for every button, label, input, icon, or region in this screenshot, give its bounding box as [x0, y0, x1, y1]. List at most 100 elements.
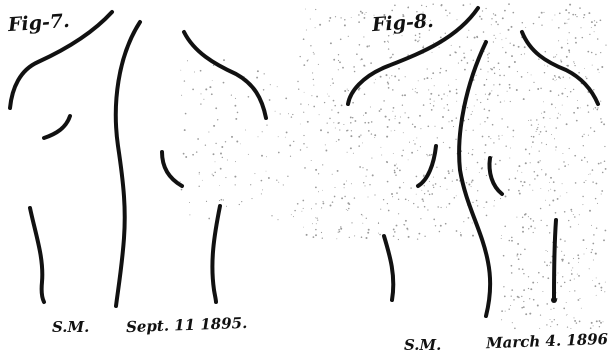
stipple-dot: [423, 200, 424, 201]
stipple-dot: [454, 51, 455, 52]
stipple-dot: [560, 78, 561, 79]
stipple-dot: [595, 253, 597, 255]
stipple-dot: [538, 59, 539, 60]
stipple-dot: [561, 47, 563, 49]
stipple-dot: [508, 308, 509, 309]
stipple-dot: [561, 259, 563, 261]
stipple-dot: [541, 113, 542, 114]
stipple-dot: [414, 143, 415, 144]
stipple-dot: [509, 179, 510, 180]
stipple-dot: [573, 317, 574, 318]
stipple-dot: [523, 289, 525, 291]
stipple-dot: [256, 77, 258, 79]
stipple-dot: [353, 153, 354, 154]
figure-7-label: Fig-7.: [7, 12, 70, 35]
stipple-dot: [347, 210, 348, 211]
stipple-dot: [291, 116, 292, 117]
stipple-dot: [565, 88, 566, 89]
stipple-dot: [567, 96, 568, 97]
stipple-dot: [408, 200, 409, 201]
stipple-dot: [278, 136, 279, 137]
stipple-dot: [442, 116, 444, 118]
stipple-dot: [447, 15, 448, 16]
stipple-dot: [405, 220, 407, 222]
stipple-dot: [499, 160, 501, 162]
stipple-dot: [400, 116, 401, 117]
stipple-dot: [517, 71, 518, 72]
stipple-dot: [501, 39, 502, 40]
stipple-dot: [208, 218, 210, 220]
stipple-dot: [533, 220, 534, 221]
stipple-dot: [574, 320, 576, 322]
stipple-dot: [300, 103, 301, 104]
stipple-dot: [554, 138, 555, 139]
stipple-dot: [454, 197, 456, 199]
stipple-dot: [523, 98, 525, 100]
stipple-dot: [350, 122, 352, 124]
stipple-dot: [439, 231, 441, 233]
stipple-dot: [213, 125, 215, 127]
stipple-dot: [536, 129, 538, 131]
stipple-dot: [532, 190, 533, 191]
stipple-dot: [574, 63, 575, 64]
stipple-dot: [508, 66, 510, 68]
stipple-dot: [369, 184, 370, 185]
stipple-dot: [389, 78, 390, 79]
stipple-dot: [221, 146, 223, 148]
stipple-dot: [311, 160, 312, 161]
stipple-dot: [456, 19, 457, 20]
stipple-dot: [528, 288, 529, 289]
stipple-dot: [537, 88, 539, 90]
stipple-dot: [525, 313, 527, 315]
stipple-dot: [600, 101, 601, 102]
stipple-dot: [407, 229, 408, 230]
stipple-dot: [335, 16, 336, 17]
stipple-dot: [533, 136, 535, 138]
stipple-dot: [605, 45, 606, 46]
stipple-dot: [385, 116, 387, 118]
stipple-dot: [591, 52, 593, 54]
stipple-dot: [338, 139, 340, 141]
stipple-dot: [300, 149, 301, 150]
stipple-dot: [359, 166, 361, 168]
stipple-dot: [531, 124, 532, 125]
stipple-dot: [239, 204, 240, 205]
stipple-dot: [297, 81, 298, 82]
stipple-dot: [398, 79, 400, 81]
stipple-dot: [498, 62, 500, 64]
stipple-dot: [555, 127, 557, 129]
stipple-dot: [266, 124, 267, 125]
stipple-dot: [510, 43, 511, 44]
stipple-dot: [546, 250, 547, 251]
stipple-dot: [572, 267, 573, 268]
stipple-dot: [429, 154, 431, 156]
stipple-dot: [389, 57, 390, 58]
stipple-dot: [525, 163, 526, 164]
stipple-dot: [594, 31, 595, 32]
stipple-dot: [580, 27, 581, 28]
figure-7-outline: [10, 12, 266, 306]
stipple-dot: [419, 36, 420, 37]
stipple-dot: [558, 95, 559, 96]
stipple-dot: [212, 174, 213, 175]
stipple-dot: [472, 235, 474, 237]
stipple-dot: [439, 47, 440, 48]
stipple-dot: [564, 23, 566, 25]
stipple-dot: [383, 199, 384, 200]
stipple-dot: [574, 290, 575, 291]
stipple-dot: [367, 232, 369, 234]
stipple-dot: [262, 131, 263, 132]
stipple-dot: [275, 111, 276, 112]
stipple-dot: [211, 93, 213, 95]
stipple-dot: [290, 156, 291, 157]
stipple-dot: [547, 66, 548, 67]
stipple-dot: [342, 67, 344, 69]
stipple-dot: [561, 93, 563, 95]
stipple-dot: [320, 129, 322, 131]
stipple-dot: [303, 208, 304, 209]
stipple-dot: [297, 203, 299, 205]
stipple-dot: [521, 54, 522, 55]
stipple-dot: [315, 27, 316, 28]
stipple-dot: [445, 223, 447, 225]
stipple-dot: [495, 14, 497, 16]
